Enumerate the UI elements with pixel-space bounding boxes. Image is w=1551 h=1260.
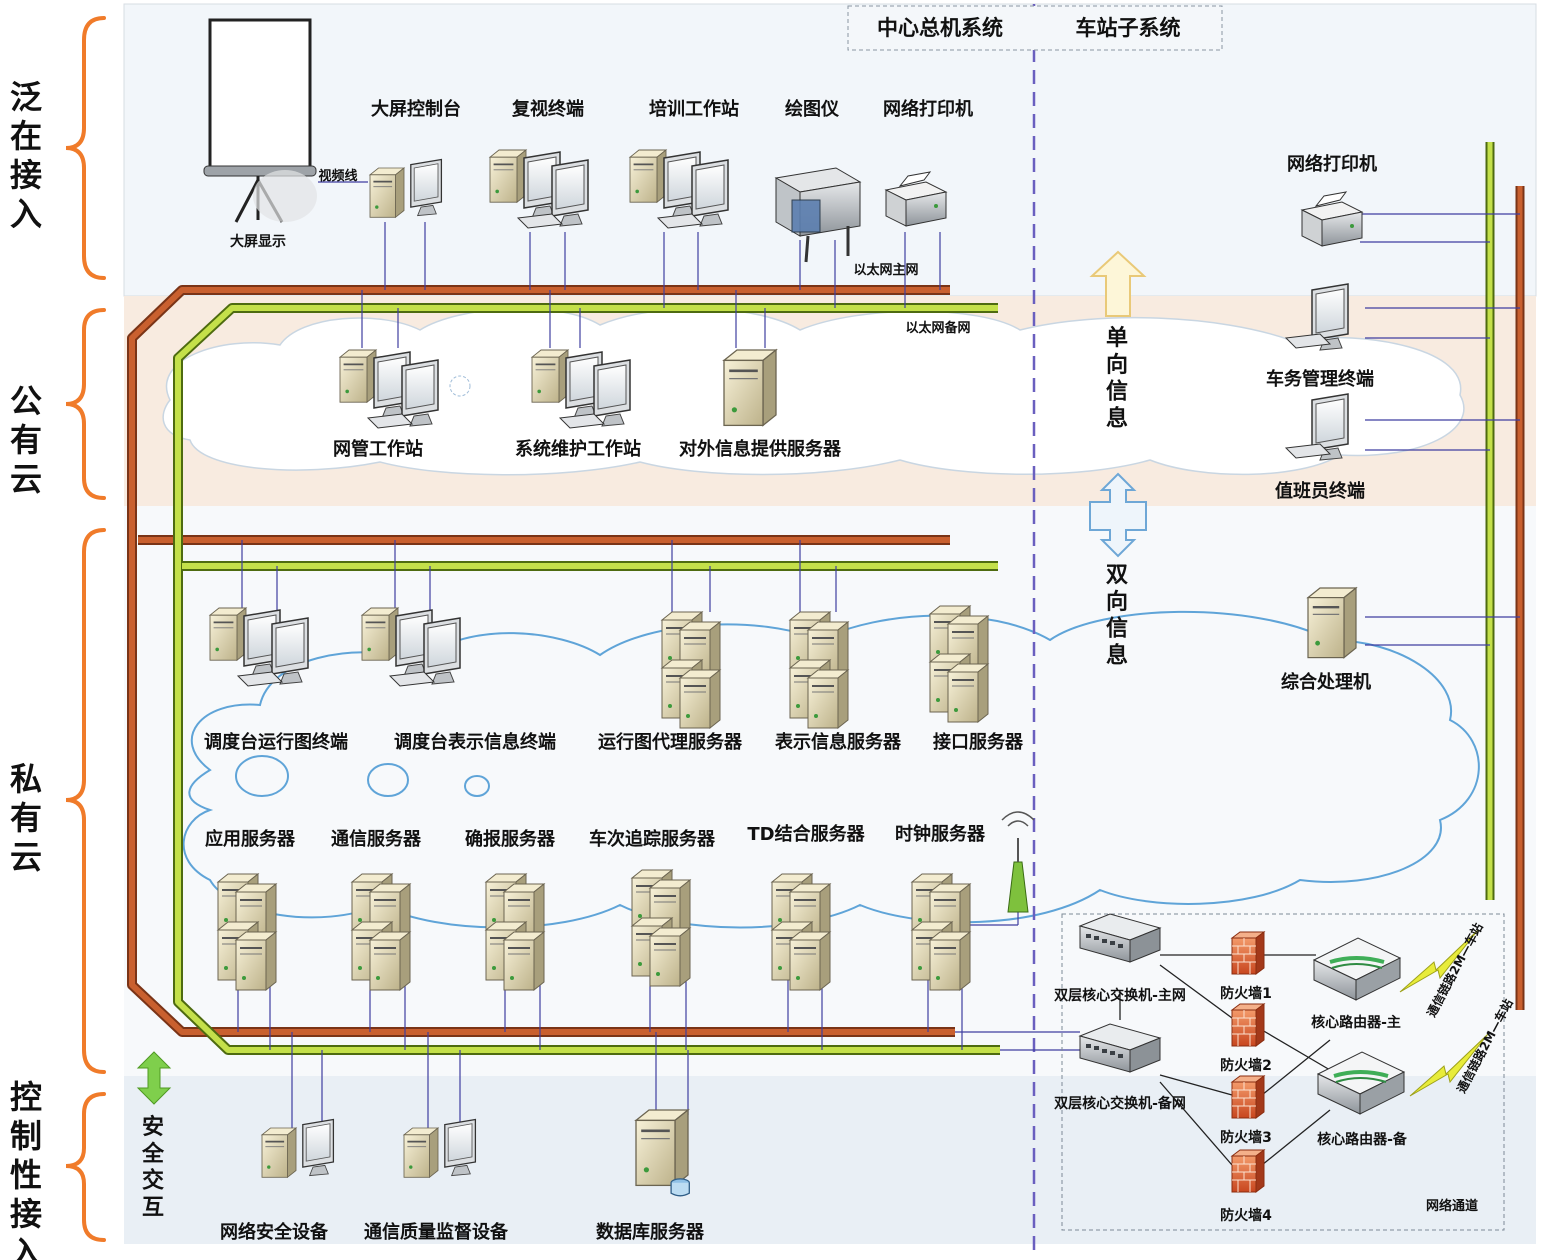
section-label-private: 私有云	[10, 760, 42, 876]
section-label-pervasive: 泛在接入	[10, 78, 42, 233]
label-big-screen: 大屏显示	[230, 233, 286, 250]
label-core-router-main: 核心路由器-主	[1311, 1014, 1401, 1031]
db-server-icon	[634, 1108, 690, 1197]
ethernet-main-bus	[127, 285, 955, 1037]
label-firewall-4: 防火墙4	[1220, 1207, 1272, 1224]
firewall-3-icon	[1231, 1075, 1265, 1119]
td-server-icon	[772, 874, 830, 990]
band-private	[124, 506, 1536, 1076]
label-core-switch-main: 双层核心交换机-主网	[1054, 987, 1186, 1004]
network-channel-box	[1061, 913, 1505, 1231]
label-integrated-processor: 综合处理机	[1281, 671, 1371, 693]
label-interface-server: 接口服务器	[933, 731, 1024, 753]
security-exchange-arrow-icon	[136, 1051, 172, 1105]
label-plotter: 绘图仪	[785, 98, 840, 120]
firewall-2-icon	[1231, 1003, 1265, 1047]
plotter-icon	[774, 167, 862, 263]
label-two-way: 双向信息	[1106, 563, 1128, 669]
label-training-station: 培训工作站	[649, 98, 739, 120]
integrated-processor-icon	[1306, 586, 1358, 659]
label-clock-server: 时钟服务器	[895, 823, 986, 845]
comm-server-icon	[352, 874, 410, 990]
clock-server-icon	[912, 874, 970, 990]
timetable-proxy-server-icon	[662, 612, 720, 728]
label-security-device: 网络安全设备	[220, 1221, 329, 1243]
link-bolt-icons	[1399, 929, 1489, 1097]
label-ethernet-main: 以太网主网	[853, 262, 918, 278]
label-core-switch-backup: 双层核心交换机-备网	[1054, 1095, 1186, 1112]
label-db-server: 数据库服务器	[596, 1221, 705, 1243]
label-quality-monitor: 通信质量监督设备	[364, 1221, 509, 1243]
label-timetable-proxy-server: 运行图代理服务器	[598, 731, 743, 753]
section-braces	[65, 16, 106, 1242]
label-one-way: 单向信息	[1106, 326, 1128, 432]
label-core-router-backup: 核心路由器-备	[1317, 1131, 1408, 1148]
firewall-1-icon	[1231, 931, 1265, 975]
label-station-printer: 网络打印机	[1287, 153, 1377, 175]
label-video-line: 视频线	[318, 168, 357, 184]
label-external-info-server: 对外信息提供服务器	[679, 438, 842, 460]
big-screen-icon	[203, 18, 317, 223]
band-pervasive	[123, 3, 1537, 297]
label-network-printer: 网络打印机	[883, 98, 973, 120]
label-ethernet-backup: 以太网备网	[905, 320, 970, 336]
label-nms-station: 网管工作站	[333, 438, 423, 460]
label-station-mgmt-terminal: 车务管理终端	[1266, 368, 1374, 390]
label-firewall-1: 防火墙1	[1220, 985, 1272, 1002]
display-info-server-icon	[790, 612, 848, 728]
label-duty-terminal: 值班员终端	[1275, 480, 1365, 502]
app-server-icon	[218, 874, 276, 990]
confirm-server-icon	[486, 874, 544, 990]
section-label-public: 公有云	[10, 382, 42, 498]
header-tabs	[847, 5, 1223, 51]
ethernet-backup-bus	[173, 303, 1000, 1055]
firewall-4-icon	[1231, 1149, 1265, 1193]
two-way-arrow-icon	[1089, 472, 1147, 558]
header-central: 中心总机系统	[877, 16, 1003, 40]
label-display-info-server: 表示信息服务器	[775, 731, 902, 753]
one-way-arrow-icon	[1089, 250, 1147, 317]
header-station: 车站子系统	[1076, 16, 1181, 40]
label-confirm-server: 确报服务器	[465, 828, 556, 850]
band-controlled	[124, 1076, 1536, 1244]
label-comm-server: 通信服务器	[331, 828, 422, 850]
label-dispatch-timetable-terminal: 调度台运行图终端	[204, 731, 348, 753]
label-td-server: TD结合服务器	[747, 823, 865, 845]
label-dispatch-display-terminal: 调度台表示信息终端	[394, 731, 556, 753]
label-app-server: 应用服务器	[205, 828, 296, 850]
label-firewall-2: 防火墙2	[1220, 1057, 1272, 1074]
top-drop-lines	[318, 181, 941, 348]
label-train-tracking-server: 车次追踪服务器	[589, 828, 716, 850]
network-channel-label: 网络通道	[1426, 1198, 1478, 1214]
interface-server-icon	[930, 606, 988, 722]
train-tracking-server-icon	[632, 870, 690, 986]
core-links	[1119, 954, 1331, 1166]
antenna-icon	[1001, 811, 1035, 913]
section-label-controlled: 控制性接入	[10, 1078, 42, 1260]
label-security-exchange: 安全交互	[141, 1114, 165, 1221]
station-feed-lines	[955, 213, 1520, 1051]
label-big-screen-console: 大屏控制台	[371, 98, 461, 120]
label-review-terminal: 复视终端	[511, 98, 584, 120]
label-firewall-3: 防火墙3	[1220, 1129, 1272, 1146]
label-maintenance-station: 系统维护工作站	[515, 438, 641, 460]
external-info-server-icon	[722, 348, 778, 427]
